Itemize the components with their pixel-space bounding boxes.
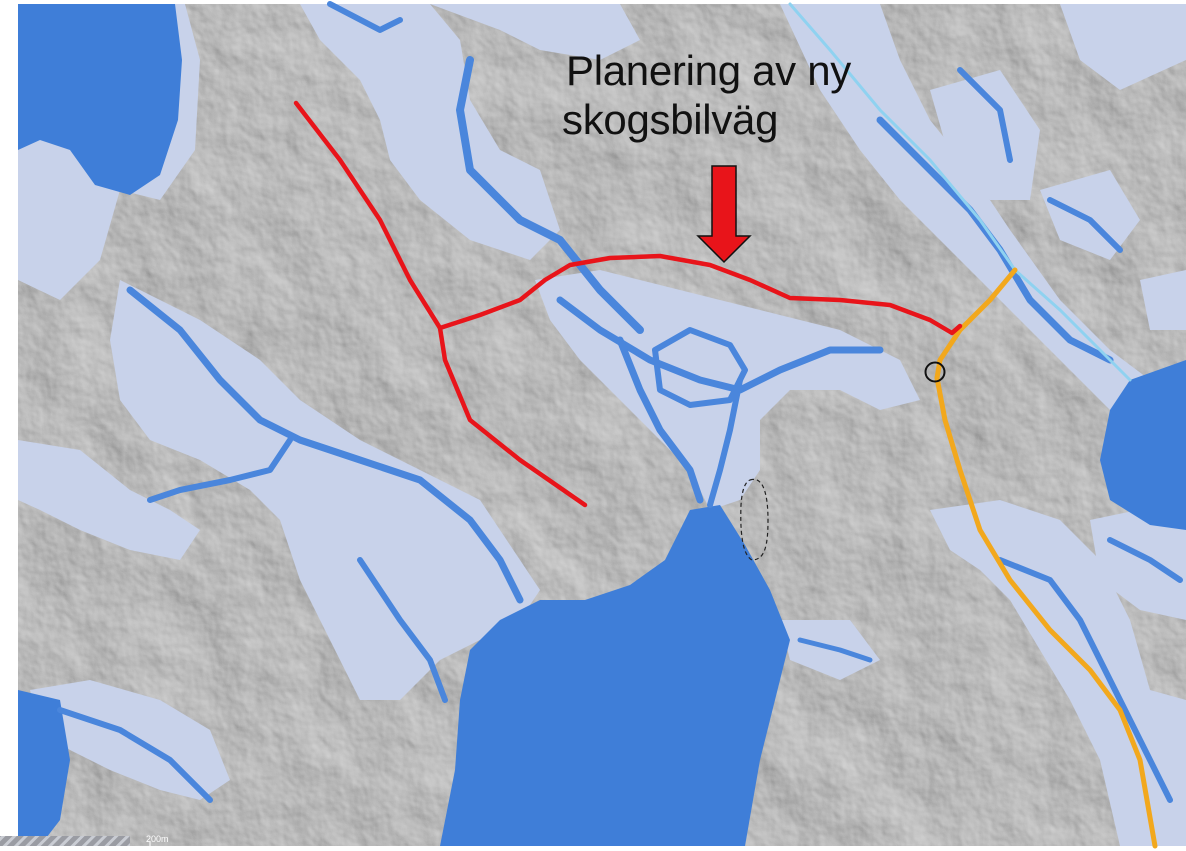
annotation-line-1: Planering av ny [566,47,852,94]
existing-road [934,267,1158,849]
left-margin [0,0,18,851]
lake-northwest [18,4,182,195]
scale-bar [0,836,151,846]
bottom-margin [0,846,1186,851]
annotation-line-2: skogsbilväg [562,96,779,144]
lake-southwest [18,690,70,846]
lake-east [1100,360,1186,530]
circle-marker-icon [924,361,946,383]
water-bodies [18,4,1186,846]
lake-south [440,505,790,846]
scale-label: 200m [146,834,169,844]
stream-line [788,2,1132,382]
map-annotation: Planering av ny skogsbilväg [560,46,920,144]
planned-road [293,100,963,508]
down-arrow-icon [696,165,752,264]
